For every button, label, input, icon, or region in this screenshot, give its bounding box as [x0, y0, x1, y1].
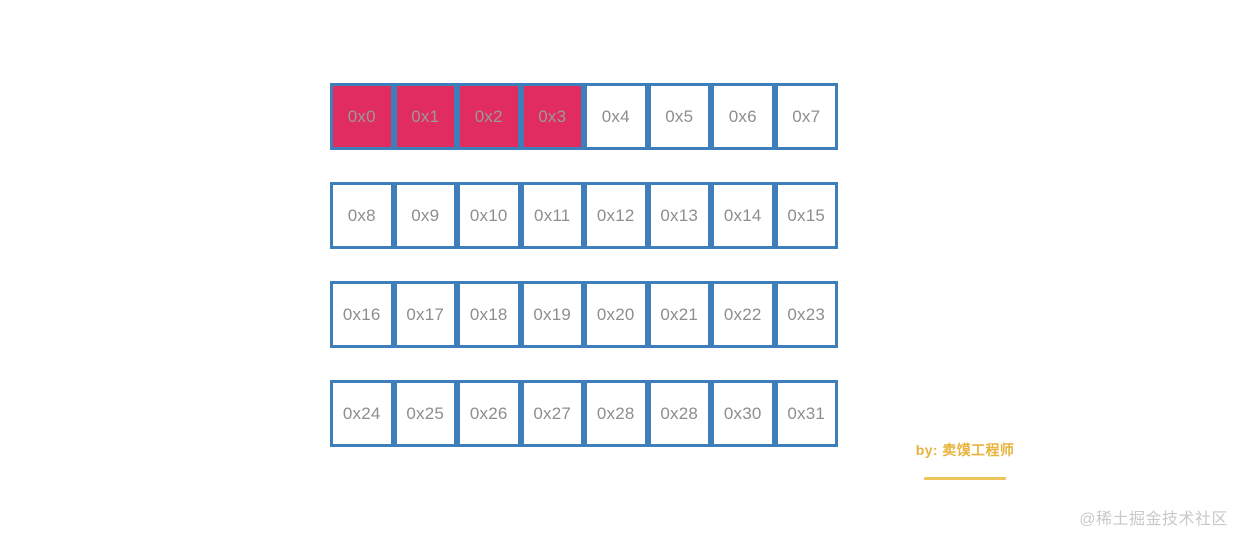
memory-cell: 0x20	[584, 281, 648, 348]
memory-cell: 0x4	[584, 83, 648, 150]
memory-cell: 0x8	[330, 182, 394, 249]
memory-cell: 0x1	[393, 83, 457, 150]
author-signature: by: 卖馍工程师	[900, 440, 1030, 480]
memory-cell: 0x15	[774, 182, 838, 249]
memory-cell: 0x22	[711, 281, 775, 348]
memory-cell: 0x27	[520, 380, 584, 447]
author-signature-label: by: 卖馍工程师	[915, 442, 1015, 458]
memory-cell: 0x13	[647, 182, 711, 249]
memory-cell: 0x16	[330, 281, 394, 348]
memory-cell: 0x28	[584, 380, 648, 447]
memory-cell: 0x25	[393, 380, 457, 447]
memory-cell: 0x0	[330, 83, 394, 150]
memory-cell: 0x21	[647, 281, 711, 348]
memory-cell: 0x2	[457, 83, 521, 150]
memory-cell: 0x9	[393, 182, 457, 249]
site-watermark: @稀土掘金技术社区	[1079, 511, 1228, 528]
memory-cell: 0x26	[457, 380, 521, 447]
memory-cell: 0x31	[774, 380, 838, 447]
memory-cell: 0x14	[711, 182, 775, 249]
memory-cell: 0x6	[711, 83, 775, 150]
memory-cell: 0x17	[393, 281, 457, 348]
memory-cell: 0x7	[774, 83, 838, 150]
memory-cell: 0x12	[584, 182, 648, 249]
memory-cell: 0x23	[774, 281, 838, 348]
memory-cell: 0x28	[647, 380, 711, 447]
memory-cell: 0x30	[711, 380, 775, 447]
signature-underline-rule	[924, 477, 1006, 480]
memory-cell: 0x19	[520, 281, 584, 348]
memory-cell: 0x11	[520, 182, 584, 249]
memory-cell: 0x10	[457, 182, 521, 249]
memory-cell: 0x3	[520, 83, 584, 150]
memory-cell: 0x18	[457, 281, 521, 348]
memory-cell: 0x24	[330, 380, 394, 447]
memory-cell: 0x5	[647, 83, 711, 150]
